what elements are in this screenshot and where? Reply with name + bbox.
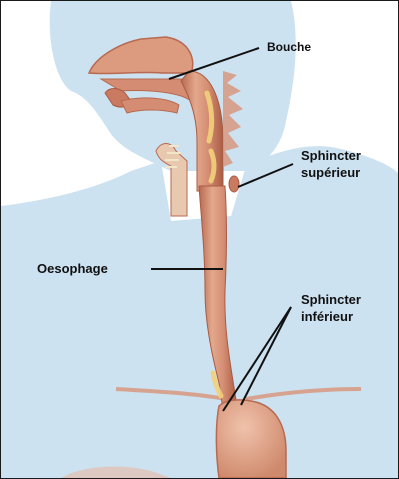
label-lower-sphincter-line1: Sphincter — [301, 291, 361, 308]
label-esophagus: Oesophage — [37, 260, 108, 277]
label-upper-sphincter: Sphincter supérieur — [301, 147, 361, 181]
upper-sphincter — [229, 176, 239, 192]
label-lower-sphincter: Sphincter inférieur — [301, 291, 361, 325]
label-mouth: Bouche — [267, 39, 311, 56]
label-upper-sphincter-line1: Sphincter — [301, 147, 361, 164]
label-lower-sphincter-line2: inférieur — [301, 308, 361, 325]
label-upper-sphincter-line2: supérieur — [301, 164, 361, 181]
